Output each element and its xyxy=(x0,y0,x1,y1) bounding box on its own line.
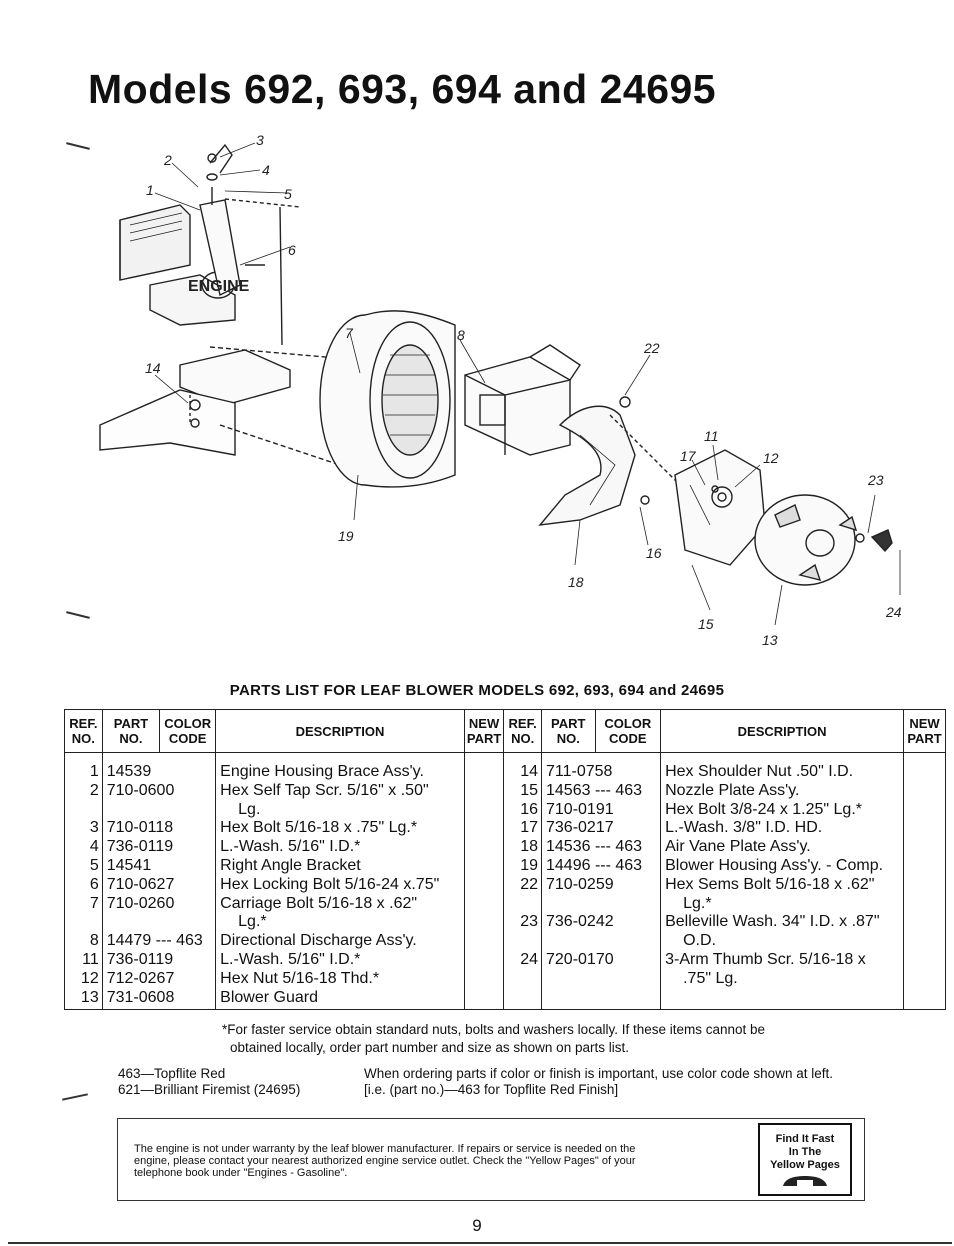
callout-16: 16 xyxy=(646,545,662,561)
callout-23: 23 xyxy=(867,472,884,488)
callout-6: 6 xyxy=(288,242,296,258)
instruction-line-2: [i.e. (part no.)—463 for Topflite Red Fi… xyxy=(364,1082,619,1097)
callout-3: 3 xyxy=(256,132,264,148)
directional-discharge xyxy=(464,344,581,456)
air-vane-plate xyxy=(538,405,681,526)
callout-17: 17 xyxy=(680,448,697,464)
callout-22: 22 xyxy=(643,340,660,356)
left-new-part-column xyxy=(463,752,505,1011)
header-color-code-2: COLOR CODE xyxy=(594,709,662,753)
blower-guard xyxy=(754,494,858,586)
header-description: DESCRIPTION xyxy=(215,709,465,753)
engine-label: ENGINE xyxy=(188,278,250,295)
notice-text: The engine is not under warranty by the … xyxy=(134,1143,734,1179)
badge-line-2: In The xyxy=(788,1146,822,1158)
footnote: *For faster service obtain standard nuts… xyxy=(222,1021,765,1057)
callout-13: 13 xyxy=(762,632,778,648)
header-color-code: COLOR CODE xyxy=(159,709,217,753)
callout-19: 19 xyxy=(338,528,354,544)
footnote-line-2: obtained locally, order part number and … xyxy=(230,1040,629,1055)
notice-line-1: The engine is not under warranty by the … xyxy=(134,1143,636,1155)
header-ref-no-2: REF. NO. xyxy=(503,709,542,753)
callout-2: 2 xyxy=(163,152,172,168)
blower-housing xyxy=(319,310,456,488)
callout-18: 18 xyxy=(568,574,584,590)
phone-icon xyxy=(783,1176,827,1186)
header-part-no-2: PART NO. xyxy=(541,709,596,753)
left-description-column: Engine Housing Brace Ass'y. Hex Self Tap… xyxy=(215,752,465,1011)
callout-8: 8 xyxy=(457,327,465,343)
page-number: 9 xyxy=(472,1216,482,1235)
right-part-column: 711-0758 14563 --- 463 710-0191 736-0217… xyxy=(540,752,662,1011)
notice-line-3: telephone book under "Engines - Gasoline… xyxy=(134,1167,348,1179)
left-part-column: 14539 710-0600 710-0118 736-0119 14541 7… xyxy=(101,752,217,1011)
callout-14: 14 xyxy=(145,360,161,376)
parts-list-title: PARTS LIST FOR LEAF BLOWER MODELS 692, 6… xyxy=(229,682,725,699)
nozzle-plate xyxy=(674,449,766,566)
callout-24: 24 xyxy=(885,604,902,620)
color-code-621: 621—Brilliant Firemist (24695) xyxy=(118,1082,301,1097)
color-code-463: 463—Topflite Red xyxy=(118,1066,226,1081)
callout-1: 1 xyxy=(146,182,154,198)
callout-12: 12 xyxy=(763,450,779,466)
bottom-rule xyxy=(8,1242,952,1244)
right-ref-column: 14 15 16 17 18 19 22 23 24 xyxy=(503,752,542,1011)
callout-4: 4 xyxy=(262,162,270,178)
engine-illustration xyxy=(119,199,241,326)
header-new-part-2: NEW PART xyxy=(903,709,946,753)
header-ref-no: REF. NO. xyxy=(64,709,103,753)
margin-mark xyxy=(62,1093,88,1101)
right-description-column: Hex Shoulder Nut .50" I.D. Nozzle Plate … xyxy=(660,752,905,1011)
header-new-part: NEW PART xyxy=(463,709,505,753)
header-part-no: PART NO. xyxy=(101,709,161,753)
callout-11: 11 xyxy=(704,428,719,444)
page-title: Models 692, 693, 694 and 24695 xyxy=(88,66,717,112)
left-ref-column: 1 2 3 4 5 6 7 8 11 12 13 xyxy=(64,752,103,1011)
badge-line-1: Find It Fast xyxy=(775,1133,835,1145)
callout-15: 15 xyxy=(698,616,714,632)
instruction-line-1: When ordering parts if color or finish i… xyxy=(364,1066,833,1081)
engine-warranty-notice: The engine is not under warranty by the … xyxy=(117,1118,865,1201)
callout-7: 7 xyxy=(345,325,354,341)
footnote-line-1: *For faster service obtain standard nuts… xyxy=(222,1022,766,1037)
right-new-part-column xyxy=(903,752,946,1011)
parts-table: REF. NO. PART NO. COLOR CODE DESCRIPTION… xyxy=(64,709,946,1011)
notice-line-2: engine, please contact your nearest auth… xyxy=(134,1155,636,1167)
color-code-list: 463—Topflite Red 621—Brilliant Firemist … xyxy=(118,1066,300,1098)
callout-5: 5 xyxy=(284,186,292,202)
yellow-pages-badge: Find It Fast In The Yellow Pages xyxy=(758,1123,852,1196)
exploded-parts-diagram: ENGINE 1 2 3 4 5 6 7 8 11 12 13 14 15 16… xyxy=(99,132,902,648)
header-description-2: DESCRIPTION xyxy=(660,709,905,753)
badge-line-3: Yellow Pages xyxy=(770,1159,840,1171)
color-code-instructions: When ordering parts if color or finish i… xyxy=(364,1066,833,1098)
